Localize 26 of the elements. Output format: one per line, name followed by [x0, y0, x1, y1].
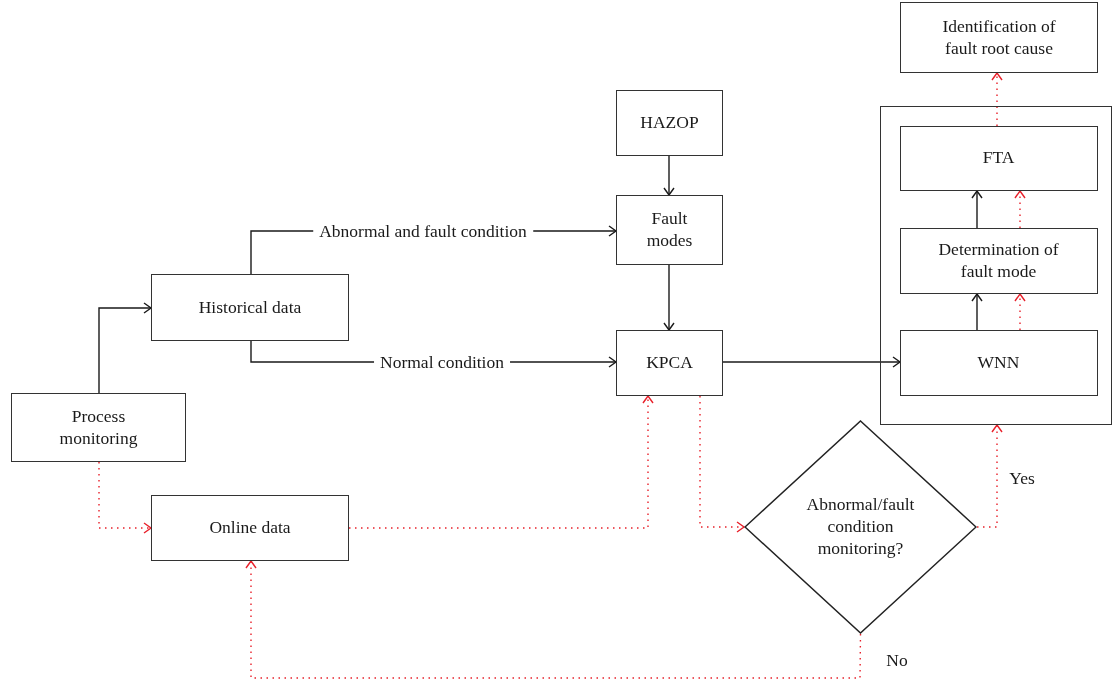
decision-diamond: Abnormal/fault condition monitoring?: [744, 420, 977, 634]
process-box: WNN: [899, 329, 1098, 396]
process-box: HAZOP: [616, 90, 723, 156]
arrow: [722, 356, 901, 368]
process-box: FTA: [899, 125, 1098, 191]
process-box: Process monitoring: [11, 393, 186, 462]
dotted-arrow: [976, 424, 1003, 528]
process-box: Identification of fault root cause: [900, 2, 1098, 73]
arrow: [98, 302, 152, 394]
dotted-arrow: [245, 560, 862, 679]
dotted-arrow: [699, 395, 745, 533]
dotted-arrow: [1014, 293, 1026, 331]
process-box: Determination of fault mode: [899, 227, 1098, 294]
dotted-arrow: [1014, 190, 1026, 229]
process-box: Online data: [151, 495, 349, 561]
process-box: Fault modes: [616, 195, 723, 265]
process-box: KPCA: [616, 330, 723, 396]
arrow: [663, 155, 675, 196]
dotted-arrow: [348, 395, 654, 529]
arrow: [971, 293, 983, 331]
group-frame: [880, 106, 1112, 425]
dotted-arrow: [98, 461, 152, 534]
arrow: [663, 264, 675, 331]
dotted-arrow: [991, 72, 1003, 127]
arrow: [971, 190, 983, 229]
process-box: Historical data: [151, 274, 349, 341]
